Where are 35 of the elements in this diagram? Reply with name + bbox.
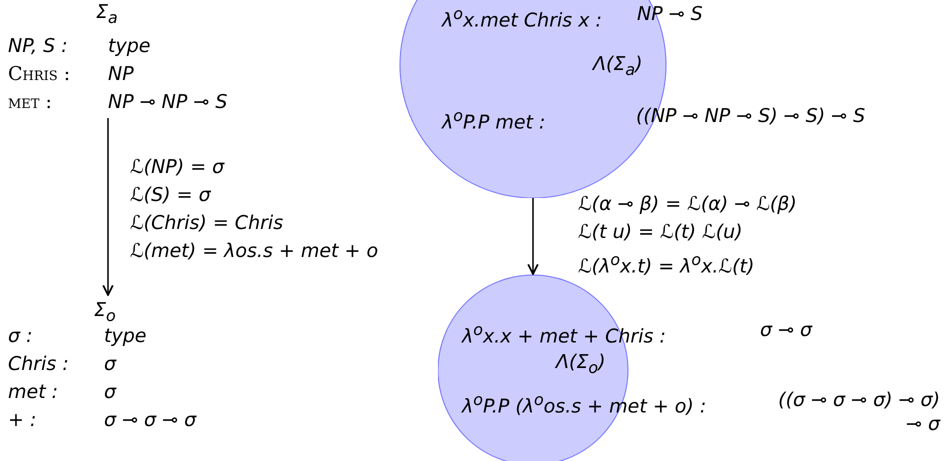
constant-name: σ : [8, 324, 32, 348]
lambda-term: λ$^{o}$P.P met : [442, 105, 546, 134]
type-expression: σ ⊸ σ ⊸ σ [104, 408, 196, 432]
constant-name: Chris : [8, 62, 70, 86]
mapping-equation: ℒ(λ$^{o}$x.t) = λ$^{o}$x.ℒ(t) [578, 249, 754, 278]
type-expression: type [104, 324, 146, 348]
mapping-equation: ℒ(met) = λos.s + met + o [130, 239, 378, 263]
type-expression: ((NP ⊸ NP ⊸ S) ⊸ S) ⊸ S [636, 104, 866, 128]
mapping-equation: ℒ(Chris) = Chris [130, 211, 284, 235]
lambda-term: λ$^{o}$x.x + met + Chris : [462, 319, 666, 348]
constant-name: NP, S : [8, 34, 68, 58]
signature-title: Σ$_{a}$ [96, 0, 118, 29]
arrow [527, 198, 539, 275]
type-expression: NP ⊸ S [637, 2, 703, 26]
signature-title: Σ$_{o}$ [94, 298, 116, 327]
constant-name: + : [8, 408, 36, 432]
type-expression: σ [104, 380, 116, 404]
type-expression: σ [104, 352, 116, 376]
mapping-equation: ℒ(S) = σ [130, 183, 211, 207]
type-expression: NP [108, 62, 134, 86]
type-expression: ((σ ⊸ σ ⊸ σ) ⊸ σ) ⊸ σ [777, 388, 940, 436]
type-expression: NP ⊸ NP ⊸ S [108, 90, 228, 114]
type-expression: type [108, 34, 150, 58]
arrow [102, 118, 114, 296]
constant-name: met : [8, 380, 58, 404]
mapping-equation: ℒ(NP) = σ [130, 155, 224, 179]
circle-title: Λ(Σ$_{o}$) [556, 350, 606, 379]
lambda-term: λ$^{o}$x.met Chris x : [442, 3, 602, 32]
lambda-term: λ$^{o}$P.P (λ$^{o}$os.s + met + o) : [462, 389, 706, 418]
constant-name: Chris : [8, 352, 69, 376]
type-expression: σ ⊸ σ [760, 318, 812, 342]
constant-name: met : [8, 90, 52, 114]
mapping-equation: ℒ(t u) = ℒ(t) ℒ(u) [578, 220, 743, 244]
mapping-equation: ℒ(α ⊸ β) = ℒ(α) ⊸ ℒ(β) [578, 192, 797, 216]
circle-title: Λ(Σ$_{a}$) [593, 52, 643, 81]
